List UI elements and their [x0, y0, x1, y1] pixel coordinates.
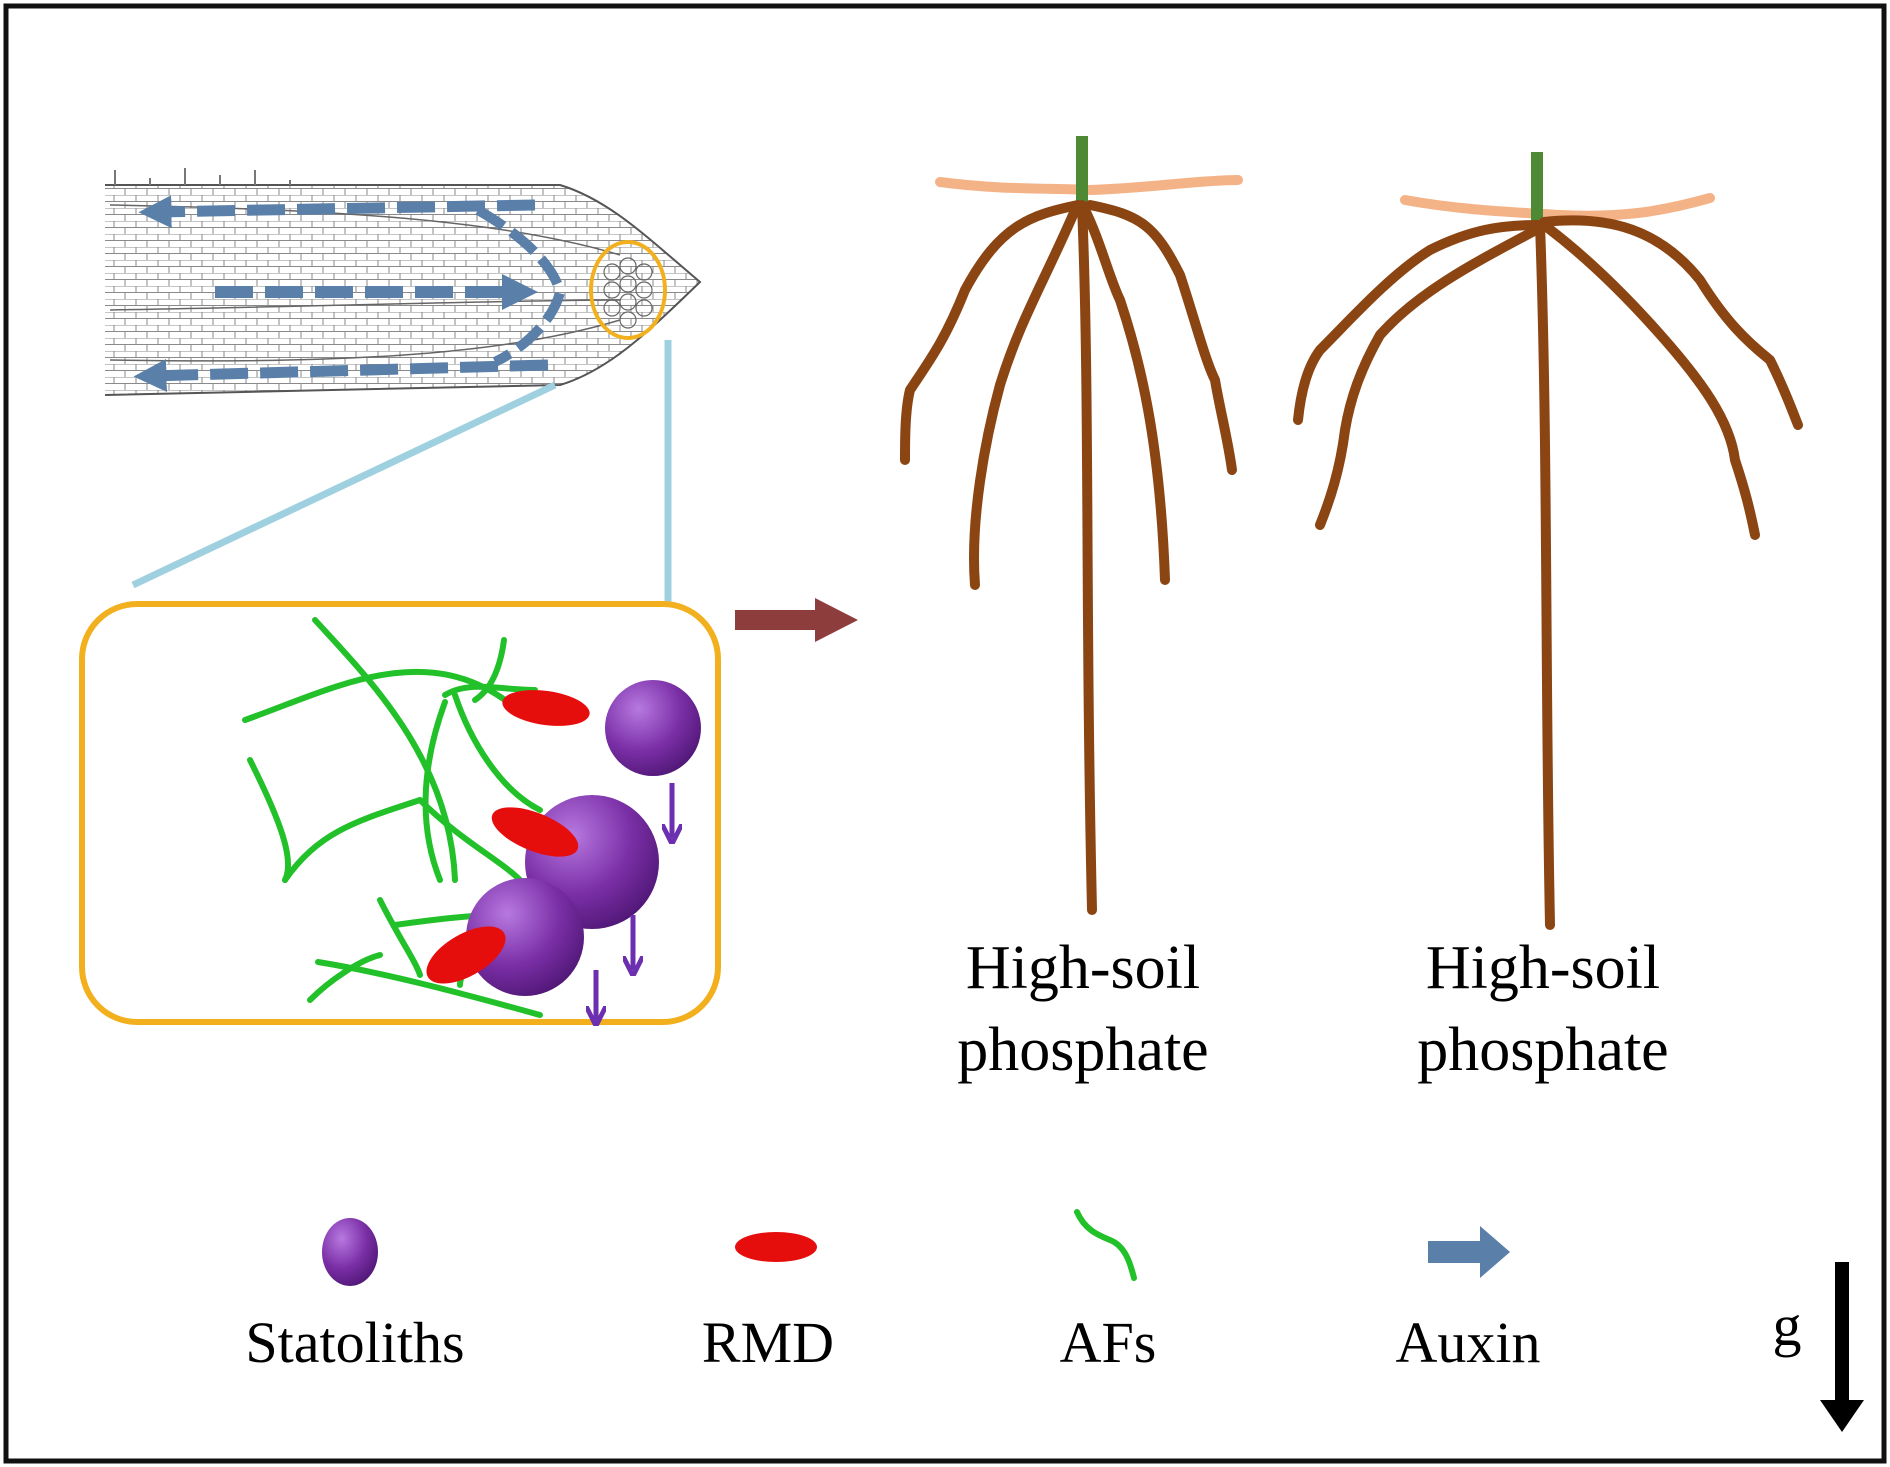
root-label-2-line1: High-soil: [1426, 934, 1660, 1002]
legend-label: AFs: [1060, 1310, 1157, 1375]
shoot: [1531, 152, 1543, 224]
process-arrow: [735, 598, 858, 642]
columella-cells: [603, 257, 653, 329]
shoot: [1076, 136, 1088, 204]
auxin-arrow-icon: [1428, 1226, 1510, 1278]
gravity-arrow-shaft: [1835, 1262, 1849, 1407]
gravity-label: g: [1773, 1293, 1802, 1358]
statolith: [605, 680, 701, 776]
legend-item-auxin: Auxin: [1396, 1226, 1541, 1375]
root-tip-illustration: [104, 168, 702, 396]
auxin-flow-upper: [138, 195, 536, 229]
sedimentation-arrows: [596, 783, 672, 1020]
root-label-1-line1: High-soil: [966, 934, 1200, 1002]
rmd: [502, 690, 590, 726]
columella-highlight: [589, 240, 667, 340]
rmd: [426, 926, 506, 984]
legend-item-rmd: RMD: [702, 1232, 834, 1375]
statolith-inset: [79, 601, 721, 1022]
statolith-particles: [466, 680, 701, 996]
figure-frame: [3, 3, 1887, 1464]
legend-label: Statoliths: [245, 1310, 464, 1375]
legend-label: RMD: [702, 1310, 834, 1375]
legend-item-statoliths: Statoliths: [245, 1218, 465, 1375]
gravity-arrow-head: [1820, 1400, 1864, 1432]
zoom-line-left: [131, 381, 557, 589]
legend: Statoliths RMD AFs Auxin: [245, 1209, 1541, 1375]
actin-filament-icon: [1074, 1209, 1137, 1281]
legend-label: Auxin: [1396, 1310, 1541, 1375]
root-system-1: High-soil phosphate: [900, 136, 1243, 1084]
legend-item-afs: AFs: [1060, 1209, 1157, 1375]
statolith-icon: [322, 1218, 378, 1286]
rmd: [491, 807, 579, 857]
auxin-flow-lower: [133, 359, 549, 393]
root-label-1-line2: phosphate: [957, 1016, 1208, 1084]
gravity-indicator: g: [1773, 1262, 1864, 1432]
rmd-proteins: [426, 690, 590, 984]
rmd-icon: [735, 1232, 817, 1262]
statolith: [466, 878, 584, 996]
root-label-2-line2: phosphate: [1417, 1016, 1668, 1084]
root-system-2: High-soil phosphate: [1293, 152, 1803, 1084]
